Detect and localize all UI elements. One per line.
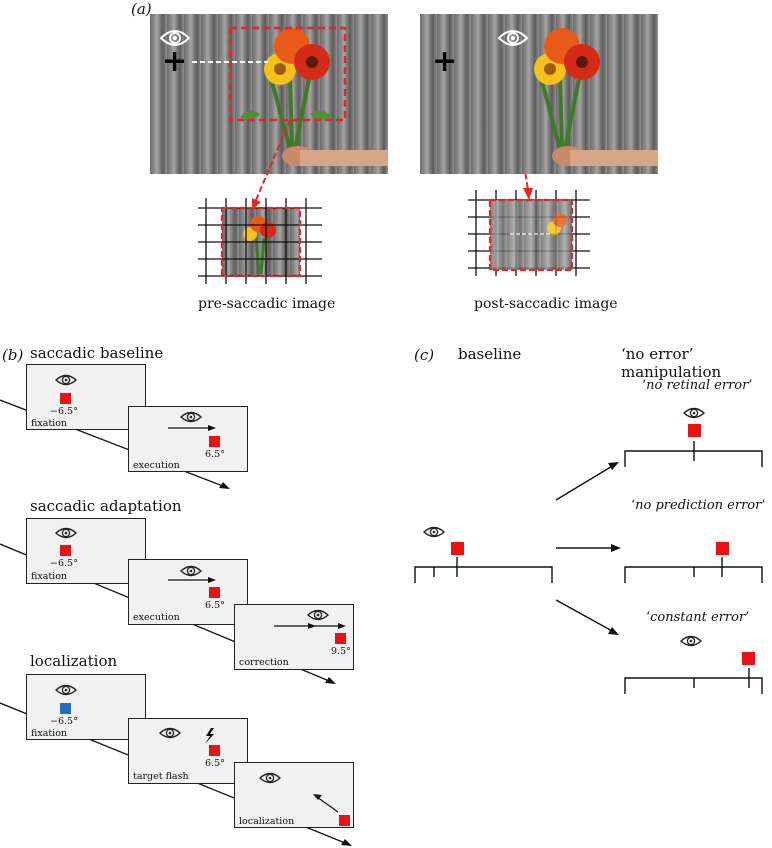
pre-saccadic-photo: [150, 14, 388, 174]
eye-icon: [423, 526, 445, 538]
fixation-cross-icon: +: [162, 44, 188, 79]
frame-label: fixation: [31, 571, 68, 582]
no-retinal-error-scale: [624, 441, 763, 467]
condition-no-retinal-error: ‘no retinal error’: [642, 378, 753, 393]
frame-label: execution: [133, 612, 180, 623]
frame-label: localization: [239, 816, 295, 827]
target-square: [60, 545, 71, 556]
target-position-value: 6.5°: [205, 758, 225, 769]
constant-error-scale: [624, 668, 763, 694]
target-position-value: 9.5°: [331, 646, 351, 657]
frame-label: execution: [133, 460, 180, 471]
eye-icon: [497, 30, 529, 46]
section-title-saccadic-baseline: saccadic baseline: [30, 344, 164, 362]
condition-no-prediction-error: ‘no prediction error’: [631, 498, 766, 513]
eye-icon: [683, 407, 705, 419]
condition-constant-error: ‘constant error’: [646, 610, 750, 625]
baseline-scale: [414, 557, 553, 583]
target-square: [335, 633, 346, 644]
pre-attention-window: [228, 26, 347, 122]
frame-correction: [234, 604, 354, 670]
panel-a-letter: (a): [131, 0, 152, 18]
frame-fixation: [26, 364, 146, 430]
arrow-icon: [555, 464, 615, 501]
target-square: [716, 542, 729, 555]
post-saccadic-caption: post-saccadic image: [474, 296, 618, 312]
target-square: [451, 542, 464, 555]
probe-square: [60, 703, 71, 714]
frame-fixation: [26, 674, 146, 740]
no-prediction-error-scale: [624, 557, 763, 583]
target-position-value: 6.5°: [205, 449, 225, 460]
frame-label: fixation: [31, 418, 68, 429]
target-square: [209, 436, 220, 447]
target-square: [209, 587, 220, 598]
eye-icon: [159, 30, 191, 46]
post-zoom-patch: [490, 200, 572, 270]
target-position-value: −6.5°: [50, 406, 78, 417]
panel-b-letter: (b): [2, 346, 24, 364]
frame-label: fixation: [31, 728, 68, 739]
frame-label: correction: [239, 657, 289, 668]
target-square: [742, 652, 755, 665]
pre-zoom-arrow: [255, 119, 291, 201]
arrow-icon: [316, 796, 339, 813]
target-square: [60, 393, 71, 404]
baseline-label: baseline: [458, 345, 522, 363]
pre-saccadic-caption: pre-saccadic image: [198, 296, 336, 312]
target-position-value: −6.5°: [50, 716, 78, 727]
manipulation-label: ‘no error’ manipulation: [621, 345, 722, 381]
section-title-localization: localization: [30, 652, 118, 670]
flower-bouquet-illustration-post: [534, 28, 658, 166]
target-position-value: −6.5°: [50, 558, 78, 569]
fixation-cross-icon: +: [432, 44, 458, 79]
frame-label: target flash: [133, 771, 189, 782]
section-title-saccadic-adaptation: saccadic adaptation: [30, 497, 182, 515]
flower-bouquet-illustration: [240, 28, 388, 166]
arrow-icon: [555, 599, 615, 633]
frame-target-flash: [128, 718, 248, 784]
target-square: [339, 815, 350, 826]
frame-localization: [234, 762, 354, 828]
target-position-value: 6.5°: [205, 600, 225, 611]
target-square: [209, 745, 220, 756]
eye-icon: [680, 635, 702, 647]
post-saccadic-photo: [420, 14, 658, 174]
target-square: [688, 424, 701, 437]
frame-fixation: [26, 518, 146, 584]
flash-icon: [205, 728, 214, 744]
panel-c-letter: (c): [414, 346, 435, 364]
post-zoom-window: [488, 198, 574, 272]
